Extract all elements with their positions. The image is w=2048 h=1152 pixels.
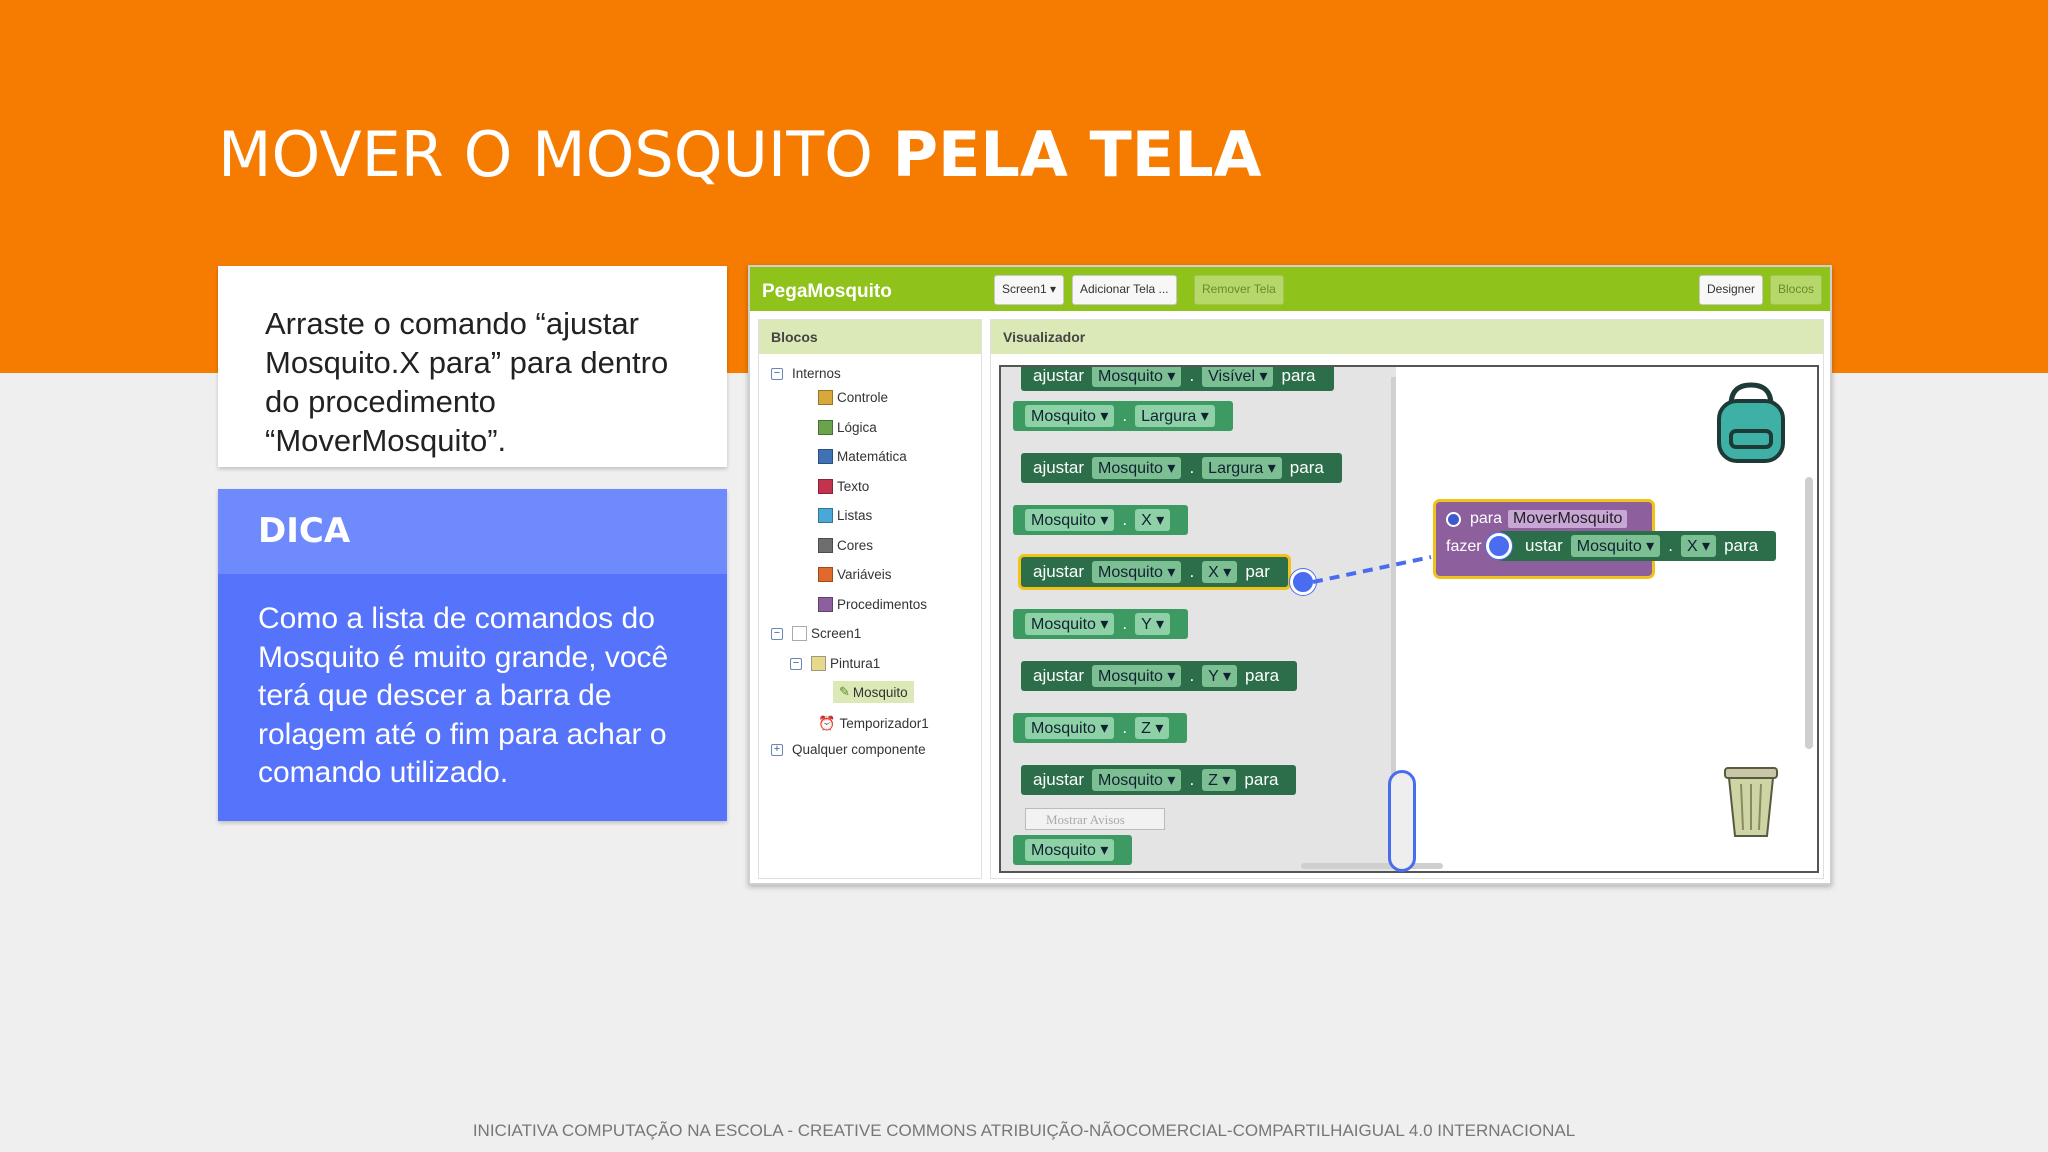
- logica-color-icon: [818, 420, 833, 435]
- fazer-label: fazer: [1446, 538, 1482, 555]
- collapse-icon[interactable]: −: [790, 657, 802, 670]
- texto-color-icon: [818, 479, 833, 494]
- tree-item-screen1[interactable]: −Screen1: [771, 626, 861, 641]
- tree-item-procedimentos[interactable]: Procedimentos: [818, 597, 927, 612]
- flyout-scrollbar-highlight[interactable]: [1388, 770, 1416, 872]
- flyout-edge: [1391, 377, 1396, 867]
- screen-icon: [792, 626, 807, 641]
- drop-target-marker: [1486, 533, 1512, 559]
- collapse-icon[interactable]: −: [771, 627, 783, 640]
- workspace-vertical-scrollbar[interactable]: [1805, 477, 1813, 749]
- tree-item-cores[interactable]: Cores: [818, 538, 873, 553]
- blocks-button[interactable]: Blocos: [1770, 275, 1823, 305]
- get-mosquito-x-block[interactable]: Mosquito ▾.X ▾: [1013, 505, 1189, 535]
- tree-item-variaveis[interactable]: Variáveis: [818, 567, 892, 582]
- screen-selector[interactable]: Screen1 ▾: [994, 275, 1065, 305]
- gear-icon[interactable]: [1446, 511, 1461, 527]
- title-light: MOVER O MOSQUITO: [218, 118, 893, 191]
- workspace-horizontal-scrollbar[interactable]: [1301, 863, 1443, 869]
- drag-path-line: [1312, 555, 1432, 584]
- get-mosquito-z-block[interactable]: Mosquito ▾.Z ▾: [1013, 713, 1188, 743]
- tip-header: DICA: [218, 489, 727, 574]
- designer-button[interactable]: Designer: [1699, 275, 1764, 305]
- expand-icon[interactable]: +: [771, 743, 783, 756]
- tree-item-listas[interactable]: Listas: [818, 508, 872, 523]
- procedure-name[interactable]: MoverMosquito: [1508, 510, 1628, 528]
- instruction-card: Arraste o comando “ajustar Mosquito.X pa…: [218, 266, 727, 467]
- get-mosquito-y-block[interactable]: Mosquito ▾.Y ▾: [1013, 609, 1188, 639]
- app-topbar: PegaMosquito Screen1 ▾ Adicionar Tela ..…: [750, 267, 1830, 311]
- cores-color-icon: [818, 538, 833, 553]
- procedimentos-color-icon: [818, 597, 833, 612]
- controle-color-icon: [818, 390, 833, 405]
- tip-title: DICA: [258, 511, 351, 551]
- tree-item-qualquer-componente[interactable]: +Qualquer componente: [771, 742, 926, 757]
- tip-text: Como a lista de comandos do Mosquito é m…: [258, 602, 669, 789]
- tree-item-logica[interactable]: Lógica: [818, 420, 877, 435]
- app-inventor-screenshot: PegaMosquito Screen1 ▾ Adicionar Tela ..…: [748, 265, 1832, 885]
- tree-item-mosquito[interactable]: ✎Mosquito: [833, 681, 914, 703]
- collapse-icon[interactable]: −: [771, 367, 783, 380]
- footer-license: INICIATIVA COMPUTAÇÃO NA ESCOLA - CREATI…: [472, 1121, 1576, 1140]
- show-warnings-button[interactable]: Mostrar Avisos: [1025, 808, 1165, 830]
- tree-item-controle[interactable]: Controle: [818, 390, 888, 405]
- listas-color-icon: [818, 508, 833, 523]
- variaveis-color-icon: [818, 567, 833, 582]
- tree-item-temporizador1[interactable]: ⏰Temporizador1: [818, 715, 929, 731]
- blocks-panel-title: Blocos: [759, 320, 981, 354]
- blocks-tree-panel: Blocos −Internos Controle Lógica Matemát…: [758, 319, 982, 879]
- tree-item-pintura1[interactable]: −Pintura1: [790, 656, 880, 671]
- drag-path-svg: [1312, 555, 1432, 584]
- matematica-color-icon: [818, 449, 833, 464]
- remove-screen-button[interactable]: Remover Tela: [1194, 275, 1284, 305]
- add-screen-button[interactable]: Adicionar Tela ...: [1072, 275, 1177, 305]
- viewer-title: Visualizador: [991, 320, 1823, 354]
- tree-item-matematica[interactable]: Matemática: [818, 449, 907, 464]
- sprite-icon: ✎: [839, 684, 850, 699]
- slide-title: MOVER O MOSQUITO PELA TELA: [218, 118, 1262, 191]
- instruction-text: Arraste o comando “ajustar Mosquito.X pa…: [265, 306, 669, 458]
- project-name: PegaMosquito: [762, 281, 892, 302]
- tree-item-texto[interactable]: Texto: [818, 479, 869, 494]
- clock-icon: ⏰: [818, 715, 836, 731]
- trash-icon[interactable]: [1719, 762, 1783, 842]
- canvas-icon: [811, 656, 826, 671]
- get-mosquito-block[interactable]: Mosquito ▾: [1013, 835, 1133, 865]
- get-mosquito-largura-block[interactable]: Mosquito ▾.Largura ▾: [1013, 401, 1233, 431]
- tree-item-internos[interactable]: −Internos: [771, 366, 841, 381]
- title-bold: PELA TELA: [892, 118, 1262, 191]
- backpack-icon[interactable]: [1711, 379, 1791, 465]
- tip-card: DICA Como a lista de comandos do Mosquit…: [218, 489, 727, 821]
- procedure-header: para MoverMosquito: [1446, 510, 1628, 528]
